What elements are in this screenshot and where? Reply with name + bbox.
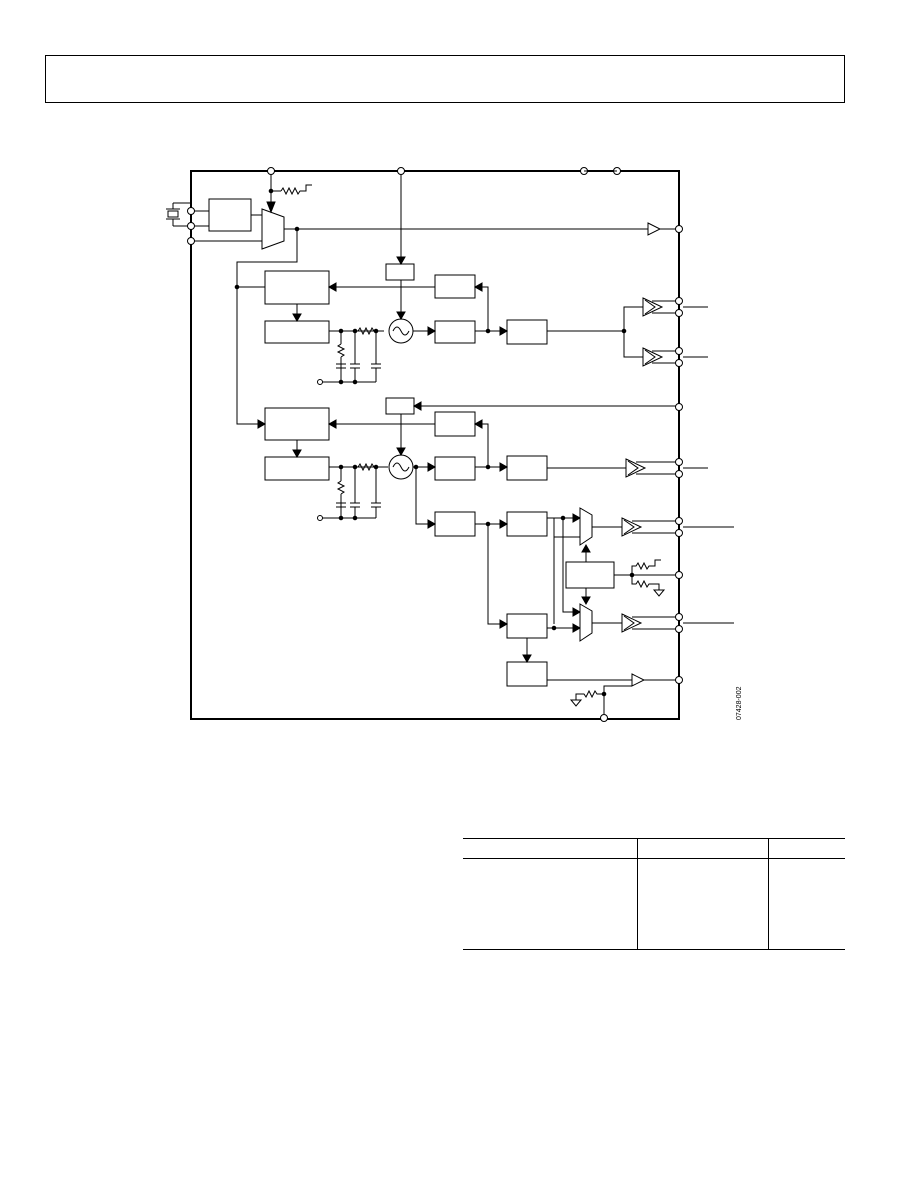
single-ended-buffer [631,673,646,687]
header-box [45,55,845,103]
channel-divider-block-2 [506,511,548,537]
table-bottom-rule [463,949,845,950]
pin-select [675,571,683,579]
pll1-loop-filter [317,331,381,385]
pin-out6 [675,676,683,684]
pll2-divider-block [264,407,330,441]
pin-out2-p [675,347,683,355]
pll1-vco-control-block [385,263,415,281]
channel-divider-block-3 [506,613,548,639]
pin-out1-n [675,309,683,317]
pll2-vco-divider-block [434,456,476,481]
pll1-feedback-divider-block [434,274,476,299]
reference-mux [261,208,285,250]
pin-left-2 [187,222,195,230]
table-column-separator-1 [637,838,638,950]
pll2-feedback-divider-block [434,411,476,437]
pll2-vco-control-block [385,397,415,415]
pin-out5-n [675,625,683,633]
pin-out3-n [675,470,683,478]
pll1-output-divider-block [506,319,548,345]
pin-out2-n [675,359,683,367]
pin-out5-p [675,613,683,621]
pin-out4-n [675,529,683,537]
pin-left-1 [187,207,195,215]
pin-top-1 [267,167,275,175]
pin-bottom-1 [600,714,608,722]
crystal-oscillator-block [208,198,252,232]
pll1-pfd-block [264,320,330,344]
chip-outline [190,170,680,720]
table-header-rule [463,858,845,859]
pll1-vco-divider-block [434,320,476,344]
figure-id-label: 07428-002 [736,686,743,720]
channel-divider-block-4 [506,661,548,687]
pin-out4-p [675,517,683,525]
pll2-pfd-block [264,456,330,481]
pll2-loop-filter [317,467,381,521]
pin-out1-p [675,297,683,305]
pin-top-2 [397,167,405,175]
figure-id: 07428-002 [726,686,766,720]
pin-ref-out [675,225,683,233]
output-mux-2 [579,603,593,642]
spec-table [463,838,845,950]
pll1-divider-block [264,270,330,305]
table-top-rule [463,838,845,839]
pll2-output-divider-block [506,455,548,481]
output-select-logic [565,561,615,589]
ref-out-buffer [647,222,662,236]
pin-vco-control [675,403,683,411]
output-mux-1 [579,507,593,546]
pin-left-3 [187,237,195,245]
table-column-separator-2 [768,838,769,950]
crystal-symbol [166,202,191,227]
pin-out3-p [675,458,683,466]
channel-divider-block-1 [434,511,476,537]
